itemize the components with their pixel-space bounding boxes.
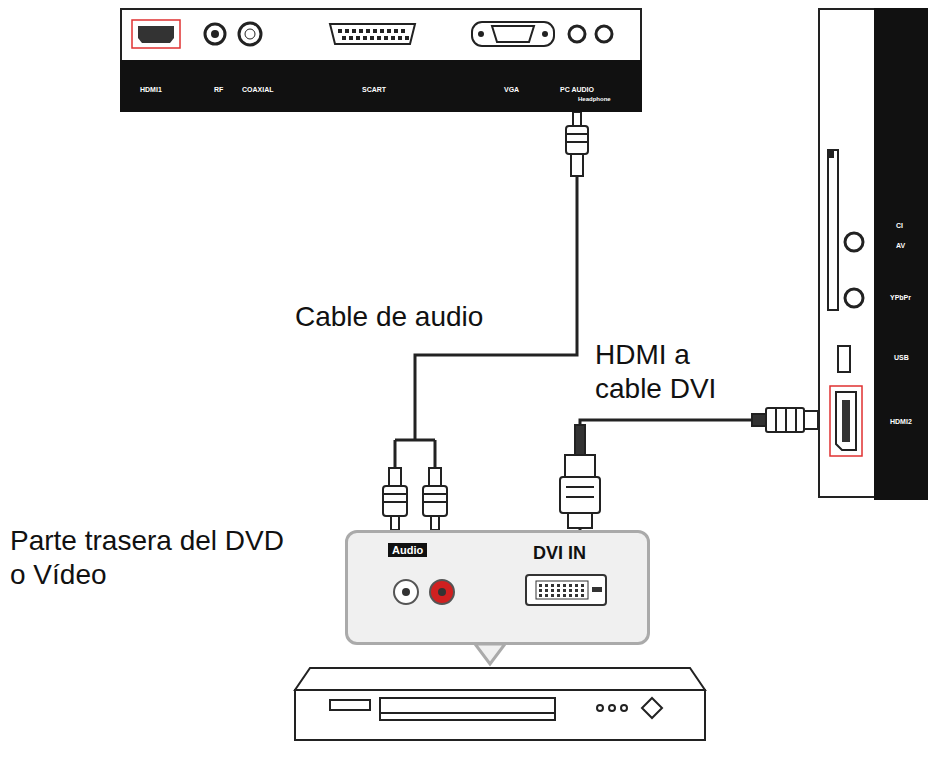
rca-plugs [383,468,447,530]
callout-pointer [475,644,505,664]
port-label: HDMI1 [140,86,162,93]
dvi-plug [560,425,600,528]
port-label: VGA [504,86,519,93]
port-label: CI [896,222,903,229]
port-label: Audio [388,543,427,557]
port-heading: DVI IN [533,543,586,564]
port-label: PC AUDIO [560,86,594,93]
device-label: Parte trasera del DVD o Vídeo [8,524,292,592]
port-label: USB [894,354,909,361]
port-label: AV [896,242,905,249]
tv-back-panel: HDMI1 RF COAXIAL SCART VGA PC AUDIO Headphone [120,8,642,112]
panel-art [120,8,642,112]
port-label: Headphone [578,96,611,102]
port-label: SCART [362,86,386,93]
port-label: HDMI2 [890,418,912,425]
port-label: COAXIAL [242,86,274,93]
port-label: YPbPr [890,294,911,301]
hdmi-dvi-cable [580,420,818,530]
tv-side-panel: CI AV YPbPrUSB HDMI2 [818,8,928,498]
dvd-player [295,668,705,740]
cable-label: HDMI a cable DVI [593,338,757,406]
dvd-back-callout: Audio DVI IN [345,530,650,645]
cable-label: Cable de audio [293,300,485,334]
hdmi-plug [752,408,818,432]
port-label: RF [214,86,223,93]
rca-plug [566,112,588,176]
